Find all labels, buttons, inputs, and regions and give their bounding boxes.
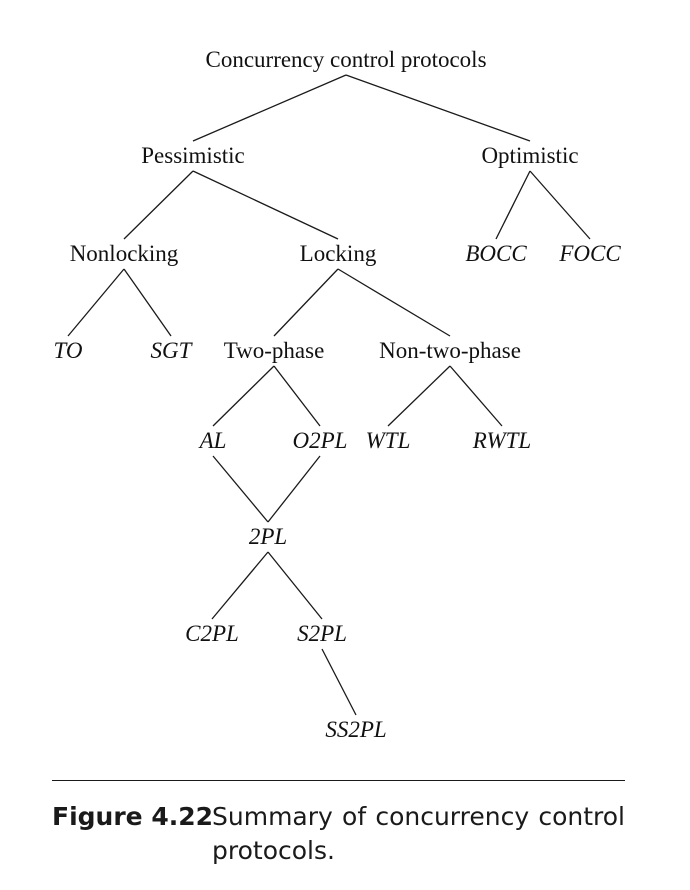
figure-caption: Figure 4.22 Summary of concurrency contr… xyxy=(52,800,625,868)
edge-pessimistic-to-locking xyxy=(192,170,339,240)
caption-divider xyxy=(52,780,625,781)
node-o2pl: O2PL xyxy=(292,428,348,453)
node-ss2pl: SS2PL xyxy=(325,717,387,742)
node-to: TO xyxy=(53,338,83,363)
edge-nonlocking-to-to xyxy=(67,268,125,337)
caption-text: Summary of concurrency control protocols… xyxy=(212,802,625,865)
edge-non_two_phase-to-rwtl xyxy=(449,365,503,427)
edge-root-to-pessimistic xyxy=(192,74,347,142)
node-c2pl: C2PL xyxy=(185,621,239,646)
edge-twopl-to-s2pl xyxy=(267,551,323,620)
edge-locking-to-non_two_phase xyxy=(337,268,451,337)
node-rwtl: RWTL xyxy=(472,428,532,453)
node-focc: FOCC xyxy=(559,241,621,266)
node-two-phase: Two-phase xyxy=(223,338,325,363)
node-locking: Locking xyxy=(299,241,377,266)
edge-two_phase-to-al xyxy=(212,365,275,427)
caption-label: Figure 4.22 xyxy=(52,802,214,831)
edge-non_two_phase-to-wtl xyxy=(387,365,451,427)
edge-optimistic-to-focc xyxy=(529,170,591,240)
edge-s2pl-to-ss2pl xyxy=(321,648,357,716)
edge-nonlocking-to-sgt xyxy=(123,268,172,337)
edge-optimistic-to-bocc xyxy=(495,170,531,240)
edge-al-to-twopl xyxy=(212,455,269,523)
node-s2pl: S2PL xyxy=(297,621,347,646)
node-bocc: BOCC xyxy=(465,241,527,266)
node-nonlocking: Nonlocking xyxy=(69,241,179,266)
node-non-two-phase: Non-two-phase xyxy=(379,338,521,363)
tree-edges xyxy=(67,74,591,716)
edge-root-to-optimistic xyxy=(345,74,531,142)
edge-locking-to-two_phase xyxy=(273,268,339,337)
edge-pessimistic-to-nonlocking xyxy=(123,170,194,240)
node-pessimistic: Pessimistic xyxy=(141,143,245,168)
node-concurrency-control-protocols: Concurrency control protocols xyxy=(205,47,487,72)
node-optimistic: Optimistic xyxy=(481,143,579,168)
node-sgt: SGT xyxy=(150,338,192,363)
node-al: AL xyxy=(199,428,227,453)
node-2pl: 2PL xyxy=(248,524,288,549)
edge-o2pl-to-twopl xyxy=(267,455,321,523)
edge-two_phase-to-o2pl xyxy=(273,365,321,427)
edge-twopl-to-c2pl xyxy=(211,551,269,620)
node-wtl: WTL xyxy=(365,428,411,453)
